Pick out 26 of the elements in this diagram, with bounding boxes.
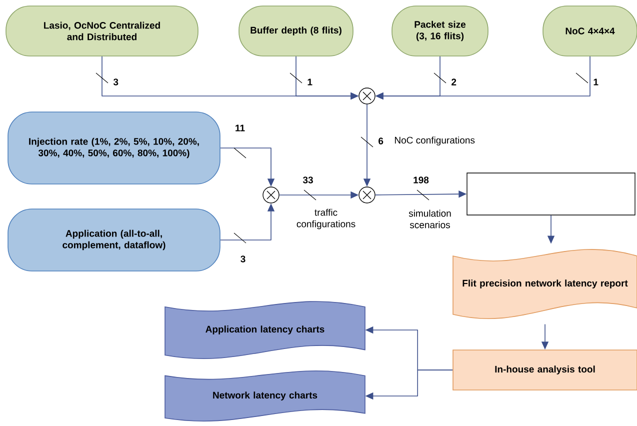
process-box: In-house analysis tool [452,350,637,390]
chart-document: Network latency charts [164,370,366,422]
edge-label: 11 [234,124,246,132]
mixer-symbol [358,88,376,104]
annotation: simulation scenarios [408,210,451,228]
parameter-box: NoC 4×4×4 [542,6,637,56]
parameter-box: Lasio, OcNoC Centralized and Distributed [6,6,198,56]
parameter-box: Injection rate (1%, 2%, 5%, 10%, 20%, 30%, 40%, 50%, 60%, 80%, 100%) [8,112,220,184]
mixer-symbol [262,186,280,204]
chart-document: Application latency charts [164,301,366,359]
process-box [466,172,636,216]
edge-label: 6 [377,136,384,146]
mixer-symbol [358,186,376,204]
edge-label: 3 [112,78,120,86]
edge-label: 198 [412,176,430,184]
annotation: traffic configurations [296,208,356,230]
edge-label: 2 [450,78,458,86]
edge-label: 3 [239,254,247,264]
parameter-box: Application (all-to-all, complement, dataflow) [8,208,220,272]
edge-label: 33 [302,176,314,184]
edge-label: 1 [592,78,600,86]
parameter-box: Packet size (3, 16 flits) [392,6,488,56]
parameter-box: Buffer depth (8 flits) [238,6,354,56]
edge-label: 1 [306,78,314,86]
report-document: Flit precision network latency report [452,249,637,320]
annotation: NoC configurations [395,136,475,146]
